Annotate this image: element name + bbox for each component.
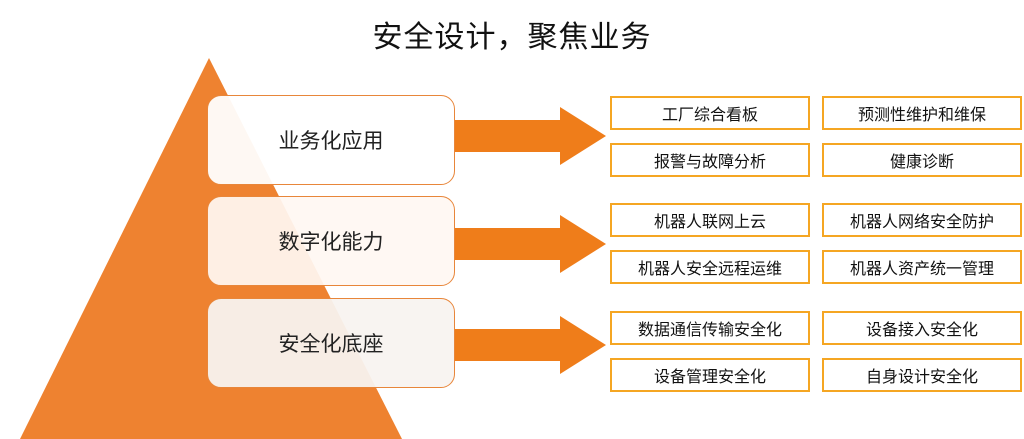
item-box: 机器人联网上云 <box>610 203 810 237</box>
item-box: 工厂综合看板 <box>610 96 810 130</box>
item-box: 预测性维护和维保 <box>822 96 1022 130</box>
layer-security-foundation: 安全化底座 <box>207 298 455 388</box>
item-box: 报警与故障分析 <box>610 143 810 177</box>
arrow-right-icon <box>455 107 606 165</box>
item-box: 设备接入安全化 <box>822 311 1022 345</box>
arrow-right-icon <box>455 316 606 374</box>
arrow-right-icon <box>455 215 606 273</box>
layer-digital-capability: 数字化能力 <box>207 196 455 286</box>
diagram-title: 安全设计，聚焦业务 <box>372 20 652 55</box>
item-box: 机器人网络安全防护 <box>822 203 1022 237</box>
item-box: 机器人资产统一管理 <box>822 250 1022 284</box>
item-box: 数据通信传输安全化 <box>610 311 810 345</box>
item-box: 设备管理安全化 <box>610 358 810 392</box>
item-box: 自身设计安全化 <box>822 358 1022 392</box>
layer-business-application: 业务化应用 <box>207 95 455 185</box>
item-box: 健康诊断 <box>822 143 1022 177</box>
item-box: 机器人安全远程运维 <box>610 250 810 284</box>
